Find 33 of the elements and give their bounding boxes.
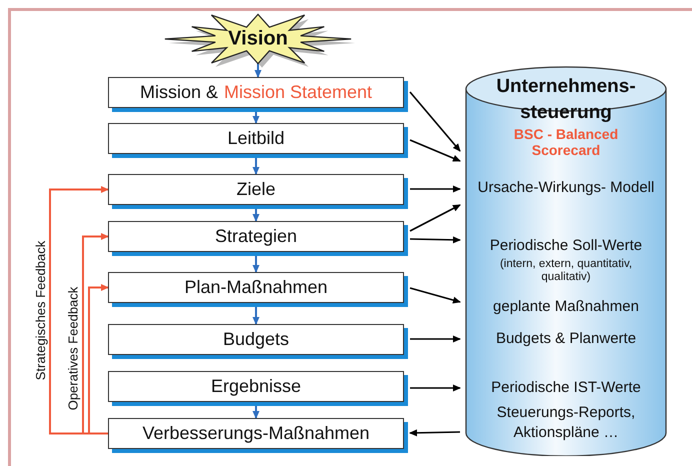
edge-label: Operatives Feedback bbox=[65, 284, 80, 412]
arrow bbox=[410, 204, 461, 232]
arrow bbox=[409, 429, 460, 436]
cylinder-text: Periodische IST-Werte bbox=[490, 378, 642, 398]
highlight-text: Mission Statement bbox=[224, 82, 372, 103]
arrow bbox=[410, 287, 461, 304]
arrow bbox=[254, 62, 262, 78]
feedback-arrow bbox=[49, 186, 109, 434]
box-label: Strategien bbox=[214, 226, 298, 247]
feedback-arrow bbox=[82, 233, 109, 434]
box-label: Mission & bbox=[140, 82, 218, 103]
database-cylinder bbox=[465, 66, 667, 456]
cylinder-text: geplante Maßnahmen bbox=[492, 297, 640, 317]
arrow bbox=[410, 236, 461, 244]
arrow bbox=[410, 384, 461, 392]
box-label: Ergebnisse bbox=[210, 376, 302, 397]
box-label: Ziele bbox=[236, 179, 276, 200]
note-text: (intern, extern, quantitativ, qualitativ) bbox=[498, 258, 634, 284]
arrow bbox=[409, 91, 461, 152]
cylinder-text: Steuerungs-Reports, Aktionspläne … bbox=[496, 403, 636, 444]
node-title: Vision bbox=[228, 28, 288, 50]
arrow bbox=[410, 186, 461, 192]
cylinder-text: Periodische Soll-Werte bbox=[488, 236, 644, 256]
edge-label: Strategisches Feedback bbox=[32, 238, 48, 382]
box-label: Leitbild bbox=[227, 128, 285, 149]
box-label: Verbesserungs-Maßnahmen bbox=[142, 423, 370, 444]
arrow bbox=[410, 336, 461, 342]
cylinder-subtitle: BSC - Balanced Scorecard bbox=[512, 126, 620, 158]
box-label: Budgets bbox=[222, 329, 290, 350]
cylinder-text: Budgets & Planwerte bbox=[494, 329, 638, 349]
box-label: Plan-Maßnahmen bbox=[184, 277, 328, 298]
cylinder-text: Ursache-Wirkungs- Modell bbox=[476, 178, 656, 198]
feedback-arrow bbox=[88, 284, 109, 434]
